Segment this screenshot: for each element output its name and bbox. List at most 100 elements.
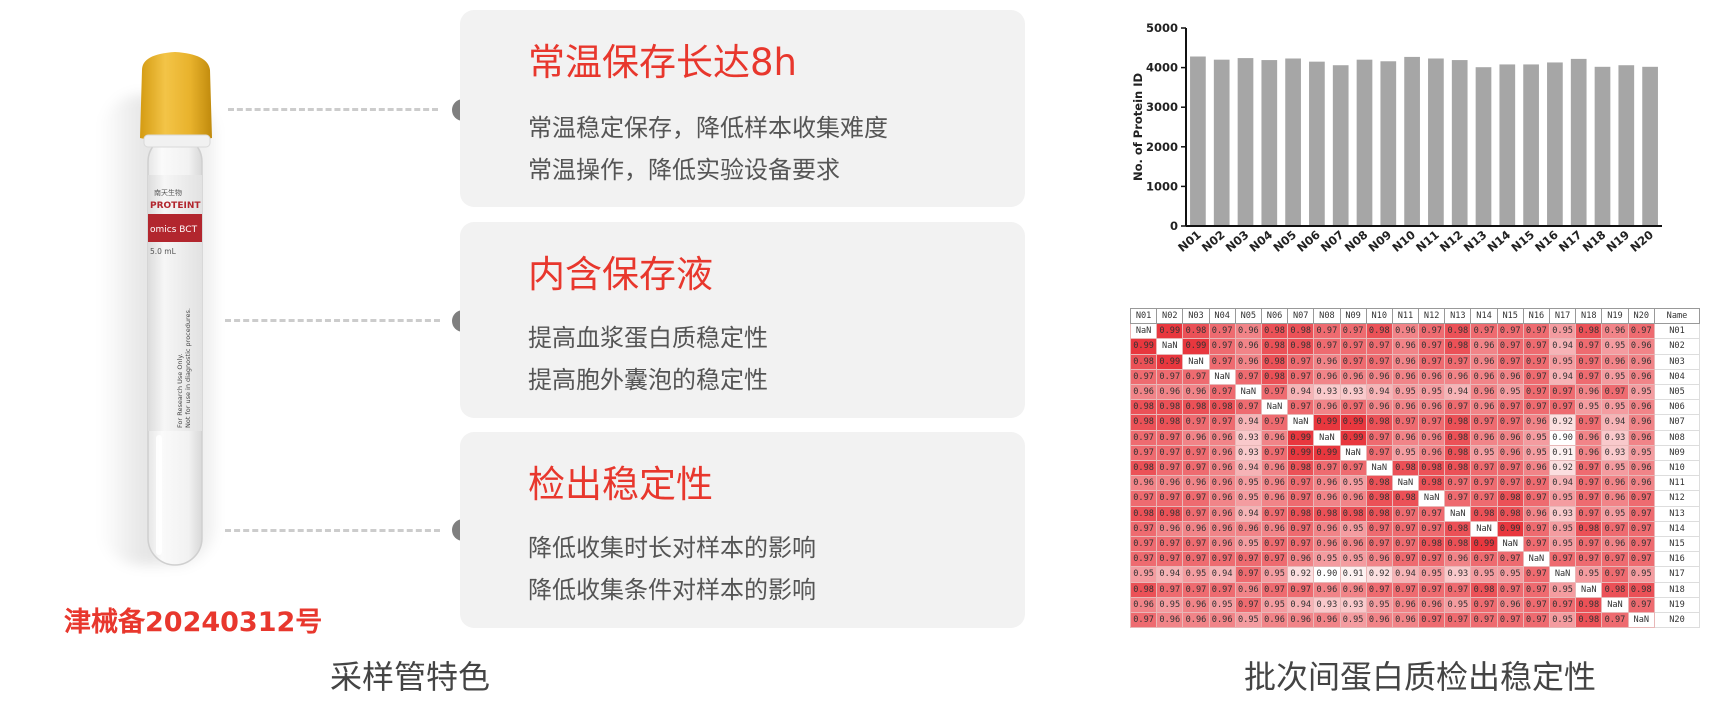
- matrix-column-header: N15: [1496, 307, 1524, 325]
- feature-line: 提高血浆蛋白质稳定性: [528, 324, 768, 352]
- matrix-cell: 0.96: [1129, 475, 1158, 492]
- matrix-cell: 0.96: [1470, 384, 1498, 401]
- matrix-cell: NaN: [1601, 596, 1629, 614]
- matrix-cell: 0.96: [1444, 551, 1472, 568]
- matrix-cell: 0.97: [1470, 323, 1498, 340]
- feature-title: 内含保存液: [528, 253, 713, 296]
- matrix-cell: 0.98: [1444, 444, 1472, 462]
- matrix-cell: 0.98: [1444, 414, 1472, 431]
- matrix-cell: 0.97: [1444, 399, 1472, 416]
- matrix-cell: 0.97: [1575, 460, 1603, 477]
- matrix-cell: 0.96: [1418, 368, 1446, 386]
- matrix-cell: 0.96: [1339, 581, 1367, 598]
- feature-card-3: 检出稳定性 降低收集时长对样本的影响 降低收集条件对样本的影响: [460, 432, 1025, 628]
- matrix-cell: 0.96: [1313, 399, 1341, 416]
- matrix-cell: 0.94: [1208, 566, 1236, 583]
- y-tick-label: 3000: [1146, 100, 1178, 114]
- matrix-cell: 0.97: [1129, 429, 1158, 446]
- matrix-cell: 0.97: [1575, 551, 1603, 568]
- x-tick-label: N03: [1223, 228, 1252, 255]
- matrix-cell: 0.96: [1313, 536, 1341, 553]
- matrix-cell: 0.96: [1260, 460, 1289, 477]
- matrix-cell: 0.95: [1601, 399, 1629, 416]
- matrix-cell: 0.97: [1470, 612, 1498, 629]
- y-tick-label: 0: [1170, 219, 1178, 233]
- matrix-cell: 0.96: [1391, 353, 1420, 370]
- matrix-cell: 0.96: [1313, 520, 1341, 538]
- matrix-cell: 0.96: [1234, 581, 1262, 598]
- matrix-cell: 0.97: [1444, 612, 1472, 629]
- matrix-cell: 0.97: [1496, 612, 1524, 629]
- matrix-cell: 0.98: [1365, 505, 1393, 522]
- matrix-cell: 0.97: [1339, 323, 1367, 340]
- bar: [1594, 66, 1611, 226]
- matrix-cell: 0.97: [1496, 323, 1524, 340]
- matrix-cell: 0.97: [1234, 368, 1262, 386]
- matrix-cell: 0.97: [1601, 612, 1629, 629]
- matrix-cell: 0.95: [1548, 536, 1577, 553]
- matrix-cell: 0.96: [1339, 490, 1367, 507]
- matrix-cell: 0.98: [1444, 338, 1472, 355]
- matrix-cell: NaN: [1627, 612, 1656, 629]
- matrix-cell: 0.97: [1444, 581, 1472, 598]
- matrix-cell: 0.96: [1208, 505, 1236, 522]
- matrix-cell: 0.96: [1470, 399, 1498, 416]
- matrix-cell: 0.95: [1234, 490, 1262, 507]
- matrix-cell: 0.97: [1444, 353, 1472, 370]
- matrix-cell: 0.97: [1287, 353, 1315, 370]
- matrix-cell: 0.93: [1234, 429, 1262, 446]
- matrix-row-name: N14: [1654, 520, 1700, 538]
- matrix-cell: 0.97: [1522, 475, 1551, 492]
- matrix-cell: 0.97: [1156, 536, 1184, 553]
- matrix-cell: 0.99: [1156, 323, 1184, 340]
- matrix-row-name: N05: [1654, 384, 1700, 401]
- matrix-cell: 0.98: [1496, 505, 1524, 522]
- matrix-cell: 0.97: [1182, 414, 1210, 431]
- matrix-column-header: N17: [1548, 307, 1577, 325]
- matrix-cell: 0.96: [1339, 368, 1367, 386]
- matrix-cell: 0.98: [1156, 505, 1184, 522]
- matrix-cell: 0.97: [1470, 475, 1498, 492]
- matrix-column-header: N19: [1601, 307, 1629, 325]
- matrix-cell: 0.97: [1391, 581, 1420, 598]
- tube-label-red-band: [148, 214, 202, 242]
- matrix-cell: 0.94: [1287, 596, 1315, 614]
- matrix-cell: 0.97: [1208, 581, 1236, 598]
- matrix-cell: 0.96: [1234, 520, 1262, 538]
- matrix-cell: 0.96: [1601, 323, 1629, 340]
- x-tick-label: N20: [1627, 228, 1656, 255]
- matrix-cell: 0.97: [1260, 444, 1289, 462]
- bar: [1499, 64, 1516, 226]
- matrix-cell: 0.98: [1260, 338, 1289, 355]
- matrix-cell: 0.97: [1496, 338, 1524, 355]
- matrix-cell: 0.98: [1418, 460, 1446, 477]
- matrix-cell: NaN: [1287, 414, 1315, 431]
- matrix-column-header: N04: [1208, 307, 1236, 325]
- matrix-cell: 0.94: [1234, 414, 1262, 431]
- tube-disclaimer-1: For Research Use Only.: [176, 354, 184, 428]
- matrix-cell: 0.98: [1182, 323, 1210, 340]
- matrix-cell: 0.97: [1391, 536, 1420, 553]
- registration-number: 津械备20240312号: [64, 607, 323, 638]
- matrix-cell: 0.97: [1287, 368, 1315, 386]
- y-tick-label: 5000: [1146, 21, 1178, 35]
- matrix-cell: 0.96: [1156, 475, 1184, 492]
- matrix-cell: 0.98: [1365, 414, 1393, 431]
- matrix-cell: 0.95: [1156, 596, 1184, 614]
- matrix-cell: 0.92: [1548, 414, 1577, 431]
- matrix-cell: 0.96: [1496, 444, 1524, 462]
- matrix-cell: NaN: [1182, 353, 1210, 370]
- matrix-cell: 0.97: [1129, 612, 1158, 629]
- matrix-cell: 0.96: [1260, 490, 1289, 507]
- matrix-cell: 0.97: [1418, 612, 1446, 629]
- matrix-cell: 0.96: [1470, 429, 1498, 446]
- matrix-cell: 0.96: [1313, 581, 1341, 598]
- matrix-cell: 0.96: [1391, 612, 1420, 629]
- matrix-cell: 0.96: [1418, 596, 1446, 614]
- matrix-cell: 0.95: [1548, 520, 1577, 538]
